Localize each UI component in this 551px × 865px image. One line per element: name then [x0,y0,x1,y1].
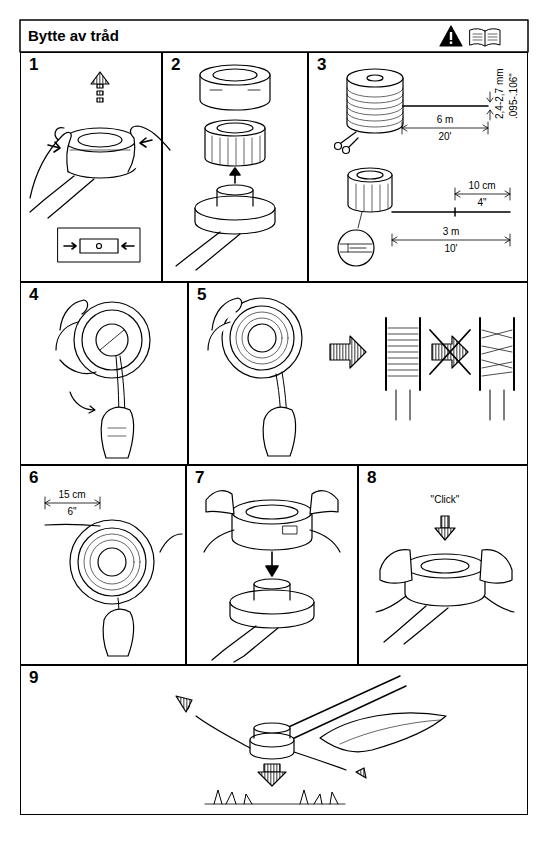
wind-line-figure [208,298,514,456]
remove-cover-figure [30,72,170,262]
dimension: 6" [66,506,77,518]
step-panel: 9 [20,665,528,815]
dimension: 3 m [442,226,461,238]
step-number: 8 [367,469,376,488]
step-number: 4 [29,286,38,305]
step-number: 7 [195,469,204,488]
secure-line-figure [45,497,182,656]
click-into-place-figure [376,516,514,644]
trimmer-in-use-figure [176,676,446,804]
step-number: 3 [317,56,326,75]
step-number: 1 [29,56,38,75]
step-panel: 4 [20,282,188,465]
line-diameter: 2,4-2,7 mm [494,67,506,120]
step-number: 5 [197,286,206,305]
step-number: 2 [171,56,180,75]
dimension: 4" [476,197,487,209]
sound-note: "Click" [430,494,461,506]
refit-cover-figure [204,491,340,662]
step-number: 6 [29,469,38,488]
dimension: 15 cm [57,489,86,501]
step-panel: 7 [186,465,358,665]
step-panel: 1 [20,52,162,282]
page-title: Bytte av tråd [28,27,119,44]
step-number: 9 [29,669,38,688]
dimension: 10' [443,243,458,255]
dimension: 6 m [436,114,455,126]
header-band [20,20,528,52]
step-panel: 6 [20,465,186,665]
manual-book-icon [470,29,500,46]
exploded-head-figure [176,65,275,270]
step-panel: 2 [162,52,308,282]
dimension: 10 cm [467,180,496,192]
step-panel: 5 [188,282,528,465]
dimension: 20' [437,131,452,143]
measure-line-figure [335,69,511,266]
insert-line-figure [56,300,150,458]
line-diameter: .095-.106" [508,72,520,120]
warning-icon [440,26,462,46]
